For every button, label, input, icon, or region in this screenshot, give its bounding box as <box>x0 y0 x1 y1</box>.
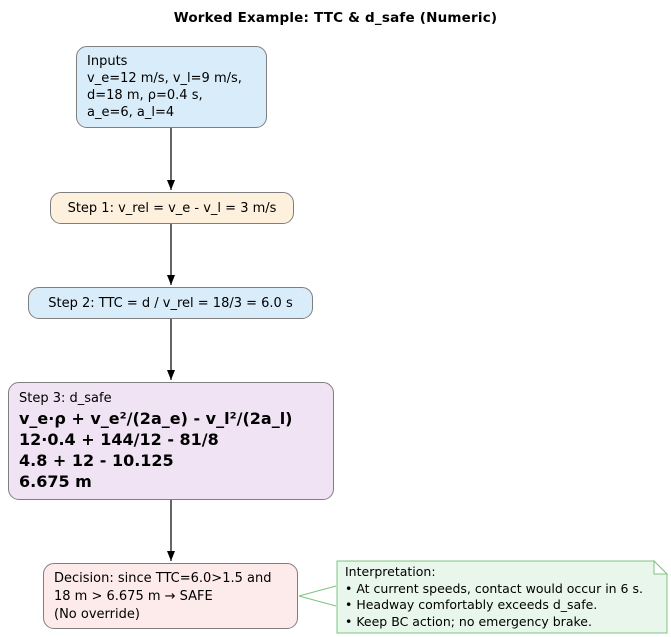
note-line: • At current speeds, contact would occur… <box>345 580 643 596</box>
step1-label: Step 1: v_rel = v_e - v_l = 3 m/s <box>67 200 277 216</box>
step3-formula-line: v_e·ρ + v_e²/(2a_e) - v_l²/(2a_l) <box>19 409 293 428</box>
note-line: • Headway comfortably exceeds d_safe. <box>345 597 598 612</box>
note-line: • Keep BC action; no emergency brake. <box>345 613 592 629</box>
node-step3: Step 3: d_safe v_e·ρ + v_e²/(2a_e) - v_l… <box>8 382 334 500</box>
inputs-line: d=18 m, ρ=0.4 s, <box>87 88 203 103</box>
step2-label: Step 2: TTC = d / v_rel = 18/3 = 6.0 s <box>48 295 293 311</box>
decision-line: Decision: since TTC=6.0>1.5 and <box>54 571 272 586</box>
node-decision: Decision: since TTC=6.0>1.5 and 18 m > 6… <box>43 563 298 629</box>
node-step2: Step 2: TTC = d / v_rel = 18/3 = 6.0 s <box>28 287 313 319</box>
diagram-title: Worked Example: TTC & d_safe (Numeric) <box>173 10 498 26</box>
note-line: Interpretation: <box>345 564 436 579</box>
decision-line: (No override) <box>54 607 140 622</box>
node-inputs: Inputs v_e=12 m/s, v_l=9 m/s, d=18 m, ρ=… <box>76 46 267 128</box>
decision-line: 18 m > 6.675 m → SAFE <box>54 589 213 604</box>
step3-formula-line: 12·0.4 + 144/12 - 81/8 <box>19 430 219 449</box>
note-connector-line <box>298 585 337 607</box>
step3-formula-line: 4.8 + 12 - 10.125 <box>19 451 174 470</box>
inputs-line: a_e=6, a_l=4 <box>87 105 175 120</box>
step3-heading: Step 3: d_safe <box>19 391 112 406</box>
step3-formula-line: 6.675 m <box>19 472 92 491</box>
inputs-line: Inputs <box>87 54 128 69</box>
node-step1: Step 1: v_rel = v_e - v_l = 3 m/s <box>50 192 294 224</box>
note-interpretation: Interpretation: • At current speeds, con… <box>337 561 667 633</box>
inputs-line: v_e=12 m/s, v_l=9 m/s, <box>87 71 242 86</box>
